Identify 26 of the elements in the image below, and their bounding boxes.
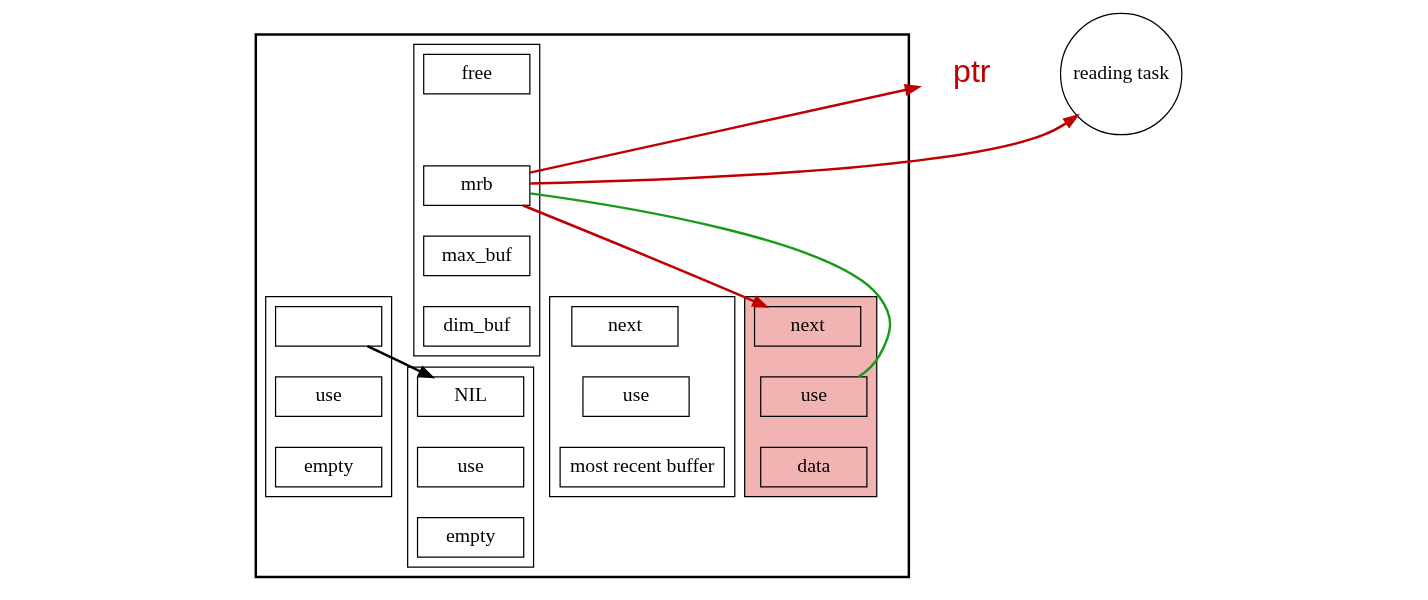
node-box: next: [571, 305, 679, 347]
node-box: use: [416, 446, 525, 488]
node-box: NIL: [416, 376, 525, 418]
node-box: empty: [416, 517, 525, 558]
arrow: [366, 344, 436, 379]
node-box: most recent buffer: [559, 446, 725, 488]
node-box: free: [423, 53, 531, 95]
node-box: next: [753, 305, 862, 347]
cluster: [254, 33, 911, 579]
node-box: use: [760, 376, 868, 418]
node-box: max_buf: [423, 235, 531, 277]
node-box: data: [760, 446, 868, 488]
node-box: use: [274, 376, 383, 418]
cluster: [413, 43, 541, 357]
arrow: [529, 84, 922, 174]
node-box: [274, 305, 383, 347]
node-box: empty: [274, 446, 383, 488]
cluster: [549, 296, 736, 498]
node-box: use: [582, 376, 690, 418]
arrow: [530, 113, 1081, 185]
node-box: dim_buf: [423, 305, 531, 347]
node-text: ptr: [953, 52, 991, 89]
node-box: mrb: [423, 165, 531, 206]
cluster: [265, 296, 393, 498]
connector: [530, 192, 892, 378]
arrow: [522, 204, 770, 308]
